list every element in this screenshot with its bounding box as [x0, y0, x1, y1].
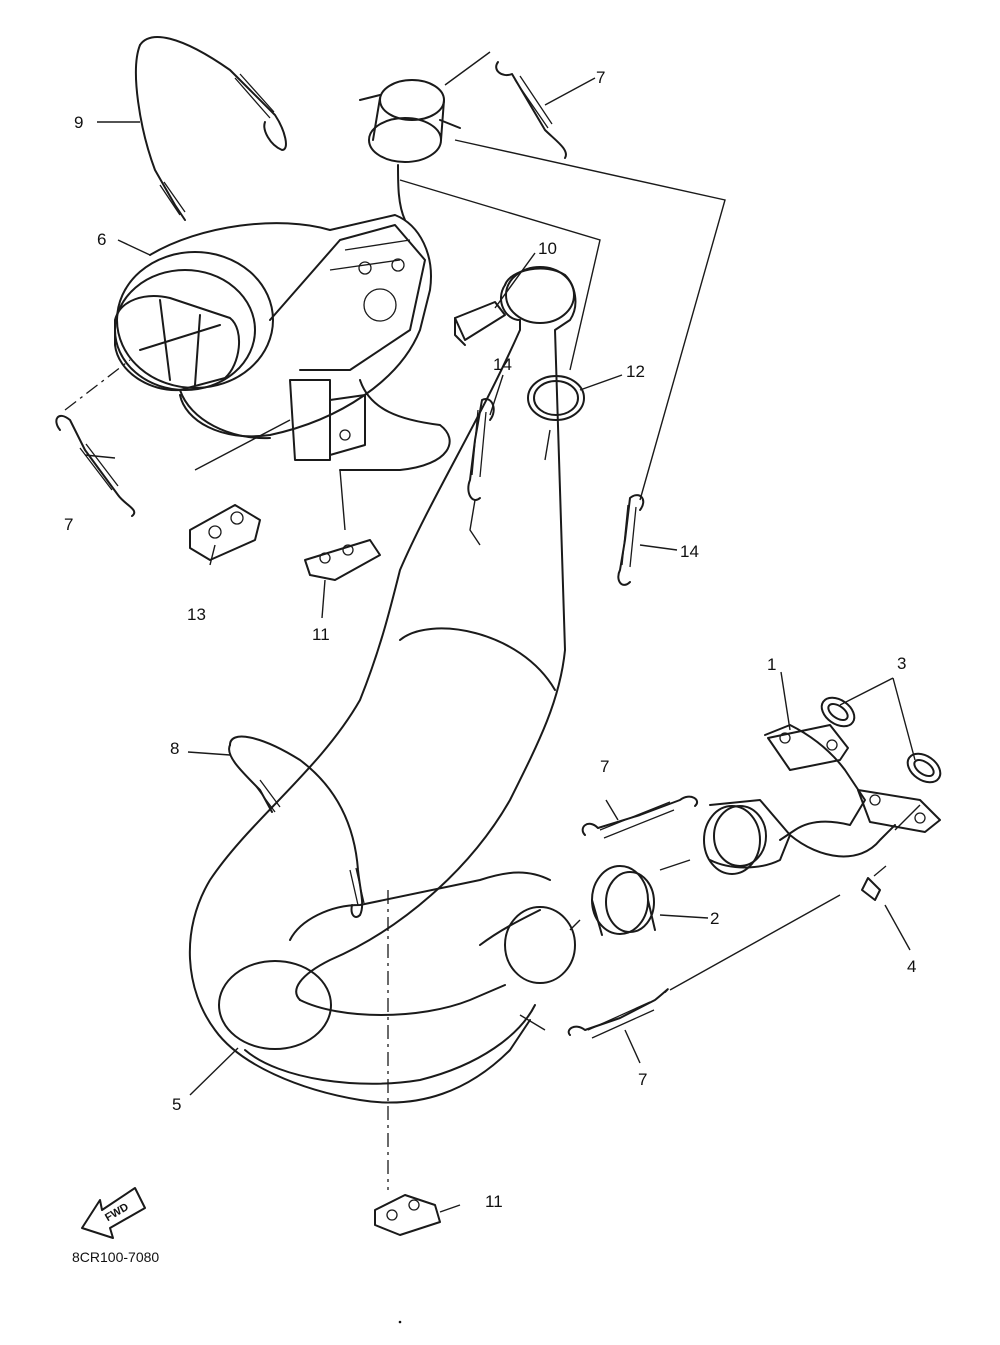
spring-7-middle	[581, 795, 699, 839]
flange-bolt-4	[861, 865, 887, 901]
callout-14-upper: 14	[493, 355, 512, 374]
gaskets-3	[820, 696, 942, 784]
callout-1: 1	[767, 655, 776, 674]
callout-7-top: 7	[596, 68, 605, 87]
spring-14-right	[617, 494, 645, 586]
callout-9: 9	[74, 113, 83, 132]
spring-7-top	[495, 61, 567, 159]
forward-direction-arrow: FWD	[81, 1187, 146, 1239]
callout-4: 4	[907, 957, 916, 976]
joint-ring-2	[591, 865, 656, 936]
callout-6: 6	[97, 230, 106, 249]
damper-block-11-lower	[374, 1194, 441, 1236]
callout-2: 2	[710, 909, 719, 928]
silencer-joint-clamp	[359, 79, 461, 221]
callout-7-left: 7	[64, 515, 73, 534]
callout-12: 12	[626, 362, 645, 381]
damper-block-11-upper	[304, 539, 381, 581]
callout-13: 13	[187, 605, 206, 624]
callout-8: 8	[170, 739, 179, 758]
drawing-code: 8CR100-7080	[72, 1249, 159, 1265]
callout-11-upper: 11	[312, 625, 330, 644]
forward-arrow-label: FWD	[103, 1201, 131, 1224]
gasket-ring-12	[527, 375, 585, 421]
exhaust-manifold	[703, 724, 941, 875]
callout-10: 10	[538, 239, 557, 258]
callout-7-lower: 7	[638, 1070, 647, 1089]
callout-leaders	[84, 77, 916, 1213]
spring-7-lower	[567, 988, 669, 1039]
callout-3: 3	[897, 654, 906, 673]
retaining-band-9	[135, 36, 287, 221]
spring-14-upper	[467, 398, 495, 501]
retaining-band-8	[228, 735, 365, 918]
damper-block-13	[189, 504, 261, 561]
callout-7-middle: 7	[600, 757, 609, 776]
callout-5: 5	[172, 1095, 181, 1114]
exhaust-pipe-chamber	[188, 266, 577, 1104]
spring-7-left	[55, 414, 136, 517]
callout-14-right: 14	[680, 542, 699, 561]
cap-10	[454, 301, 506, 346]
alignment-lines	[64, 51, 921, 1190]
callout-11-lower: 11	[485, 1192, 503, 1211]
callout-numbers: 1 2 3 4 5 6 7 7 7 7 8 9 10 11 11 12 13 1…	[64, 68, 916, 1211]
page-dot	[398, 1320, 402, 1324]
silencer-muffler	[114, 214, 451, 471]
